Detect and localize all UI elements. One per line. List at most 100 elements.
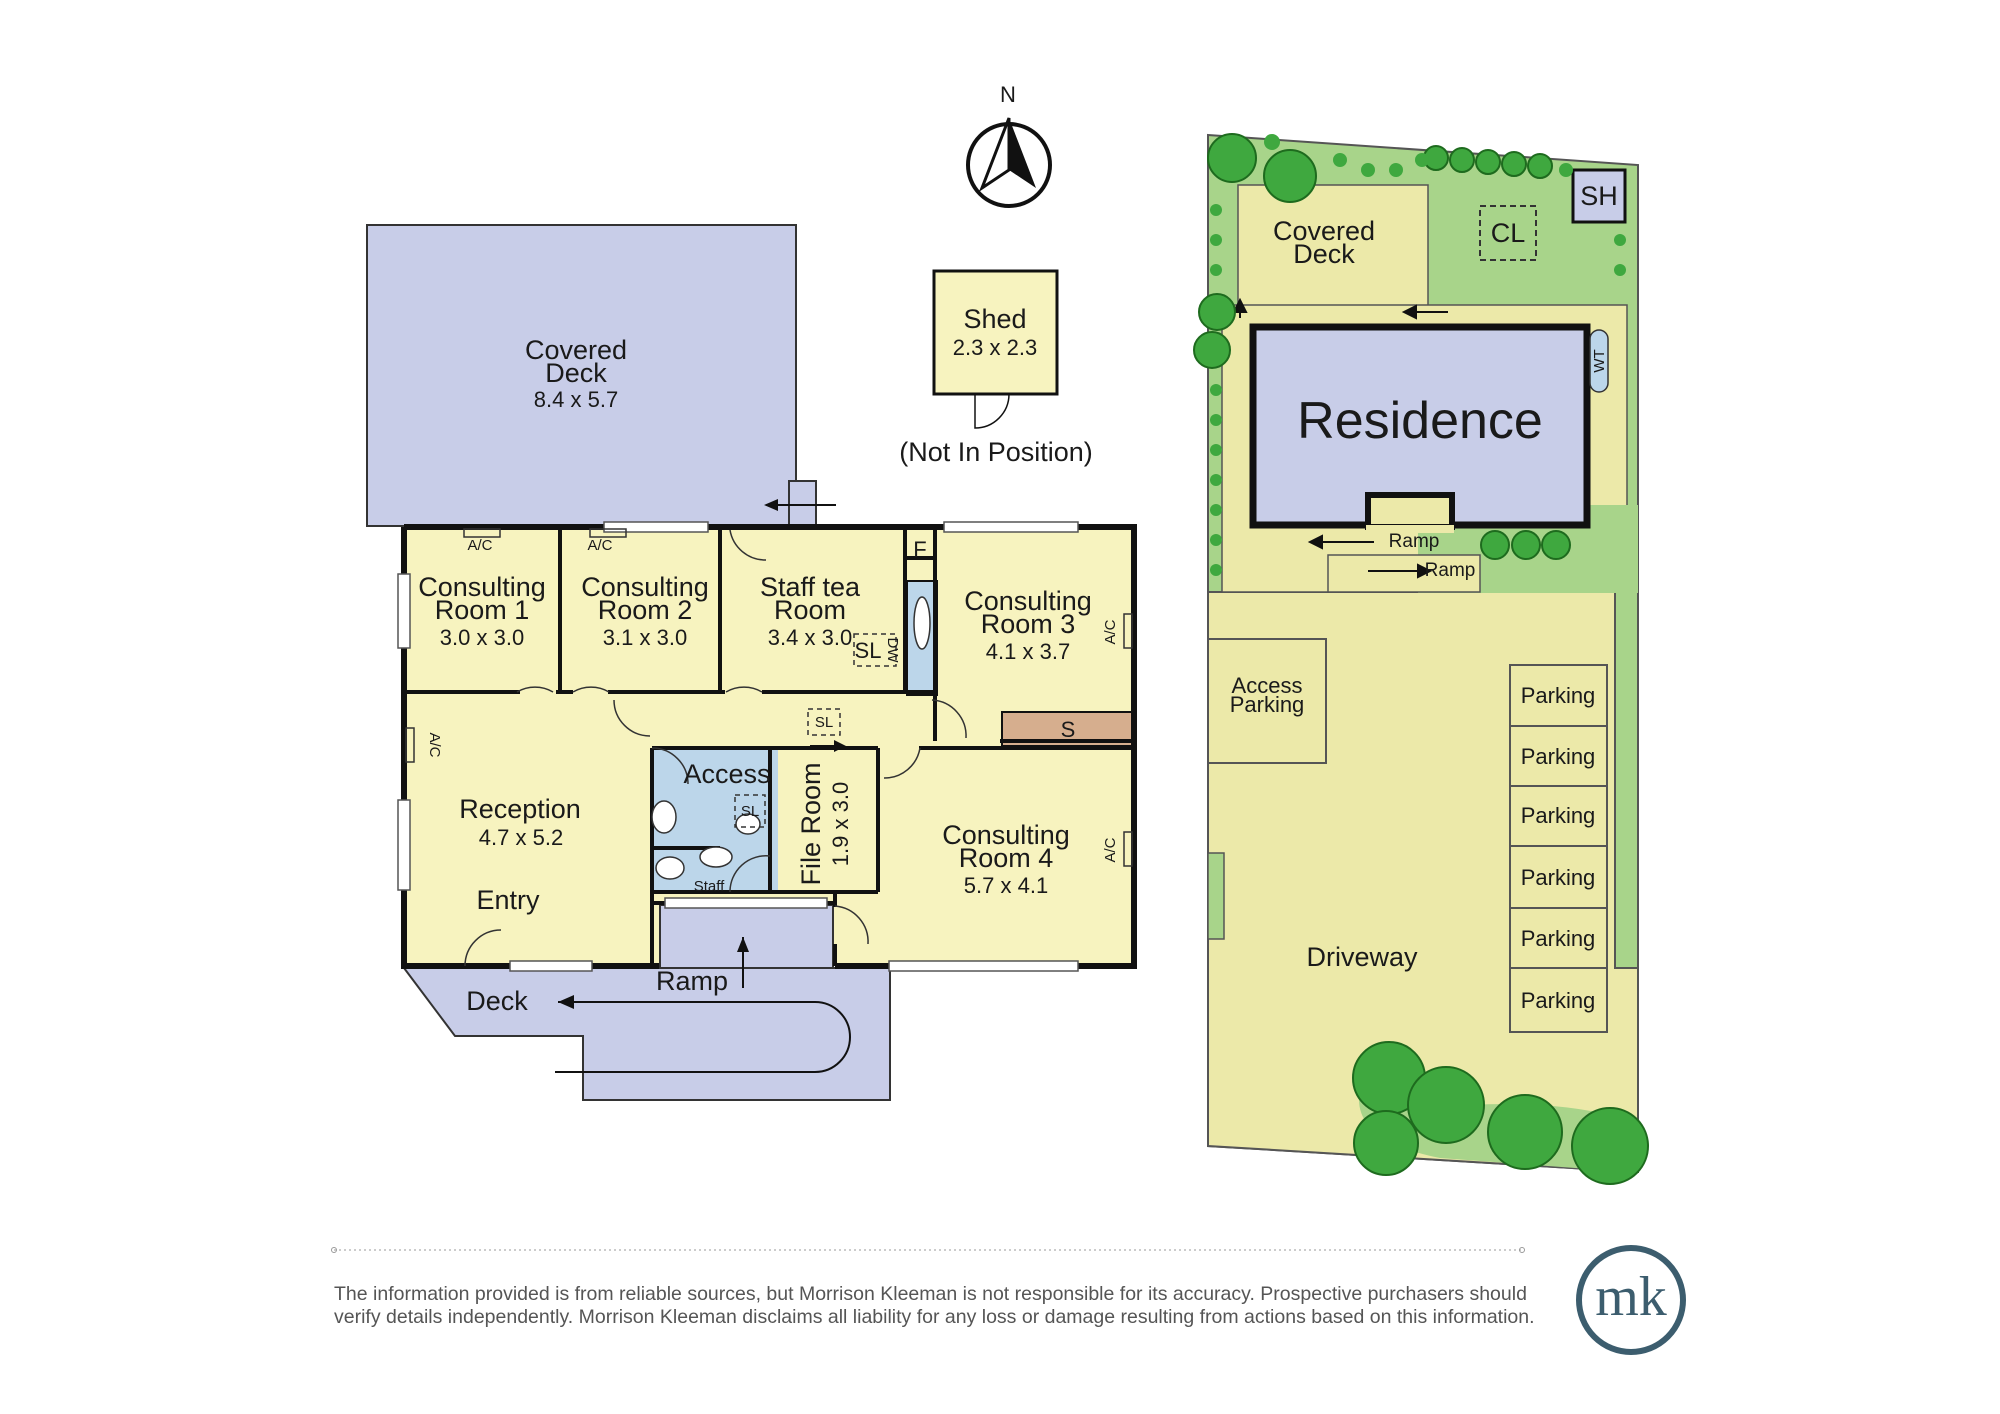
residence-label: Residence [1297, 392, 1543, 450]
parking-label: Parking [1521, 803, 1596, 828]
consulting-room-4-dims: 5.7 x 4.1 [964, 873, 1048, 898]
access-parking-bay [1207, 638, 1327, 764]
tree-icon [1487, 1094, 1563, 1170]
divider-dot [331, 1247, 337, 1253]
tree-icon [1353, 1110, 1419, 1176]
toilet-icon [735, 813, 761, 835]
entry-label: Entry [476, 885, 540, 915]
parking-bay [1509, 664, 1608, 727]
tree-icon [1207, 133, 1257, 183]
shed-door-swing [974, 393, 1010, 429]
tree-icon [1571, 1107, 1649, 1185]
shrub-icon [1541, 530, 1571, 560]
clothesline-label: CL [1491, 218, 1526, 248]
clothesline-icon [1479, 205, 1537, 261]
staff-tea-room-dims: 3.4 x 3.0 [768, 625, 852, 650]
shed-label: Shed [963, 304, 1026, 334]
driveway-label: Driveway [1306, 942, 1418, 972]
shrub-icon [1527, 153, 1553, 179]
parking-bay [1509, 907, 1608, 969]
ac-label: A/C [1102, 619, 1119, 644]
site-covered-deck [1237, 184, 1429, 326]
covered-deck-exit-arrow [764, 499, 836, 511]
shrub-icon [1501, 151, 1527, 177]
staff-toilet-label: Staff [694, 878, 725, 895]
file-room-label: File Room [796, 762, 826, 885]
parking-bay [1509, 785, 1608, 847]
skylight-marker [807, 708, 841, 736]
site-ramp [1327, 554, 1481, 593]
covered-deck-area [366, 224, 797, 527]
north-label: N [1000, 82, 1016, 107]
shrub-icon [1511, 530, 1541, 560]
parking-label: Parking [1521, 865, 1596, 890]
compass-needle-dark [1009, 118, 1036, 188]
site-ramp-label: Ramp [1389, 531, 1440, 552]
disclaimer-line: verify details independently. Morrison K… [334, 1306, 1535, 1328]
basin-icon [699, 846, 733, 868]
toilet-icon [655, 856, 685, 880]
shrub-icon [1449, 147, 1475, 173]
tree-icon [1198, 293, 1236, 331]
residence-entry [1365, 492, 1455, 530]
tree-icon [1193, 331, 1231, 369]
deck-label: Deck [466, 986, 528, 1016]
parking-label: Parking [1521, 926, 1596, 951]
site-shed-label: SH [1580, 181, 1618, 211]
shed-dims: 2.3 x 2.3 [953, 335, 1037, 360]
file-room-dims: 1.9 x 3.0 [828, 782, 853, 866]
hedge-shrubs [1210, 134, 1626, 576]
windows [397, 521, 1079, 972]
covered-deck-dims: 8.4 x 5.7 [534, 387, 618, 412]
site-ramp-label: Ramp [1425, 560, 1476, 581]
parking-bay [1509, 967, 1608, 1033]
consulting-room-2-dims: 3.1 x 3.0 [603, 625, 687, 650]
skylight-label: SL [815, 714, 833, 731]
skylight-label: SL [741, 803, 759, 820]
disclaimer: The information provided is from reliabl… [334, 1283, 1535, 1329]
shed-area [932, 269, 1059, 396]
skylight-label: SL [855, 638, 882, 663]
parking-bay [1509, 845, 1608, 909]
north-compass: N [966, 82, 1052, 208]
site-arrows [1232, 297, 1448, 579]
trees [1193, 133, 1649, 1185]
skylight-marker [853, 633, 897, 667]
ac-label: A/C [1102, 837, 1119, 862]
parking-label: Parking [1521, 744, 1596, 769]
disclaimer-line: The information provided is from reliabl… [334, 1283, 1527, 1305]
covered-deck-step [788, 480, 817, 527]
reception-label: Reception [459, 794, 581, 824]
lawn-strip [1207, 852, 1225, 940]
fridge-label: F [913, 537, 926, 562]
reception-dims: 4.7 x 5.2 [479, 825, 563, 850]
parking-bay [1509, 725, 1608, 787]
tree-icon [1263, 149, 1317, 203]
ramp-switchback [555, 937, 851, 1073]
ac-label: A/C [587, 537, 612, 554]
sink-icon [913, 596, 931, 650]
ramp-landing [659, 904, 834, 969]
consulting-room-1-dims: 3.0 x 3.0 [440, 625, 524, 650]
hallway-arrow [810, 740, 846, 752]
dishwasher-label: DW [884, 638, 901, 664]
ac-units [405, 528, 1133, 867]
ac-label: A/C [467, 537, 492, 554]
shed-position-note: (Not In Position) [899, 437, 1093, 467]
access-toilet-label: Access [683, 759, 770, 789]
door-swings [464, 529, 967, 967]
shrub-icon [1480, 530, 1510, 560]
shrub-icon [1475, 149, 1501, 175]
consulting-room-3-dims: 4.1 x 3.7 [986, 639, 1070, 664]
compass-needle-light [978, 117, 1011, 192]
